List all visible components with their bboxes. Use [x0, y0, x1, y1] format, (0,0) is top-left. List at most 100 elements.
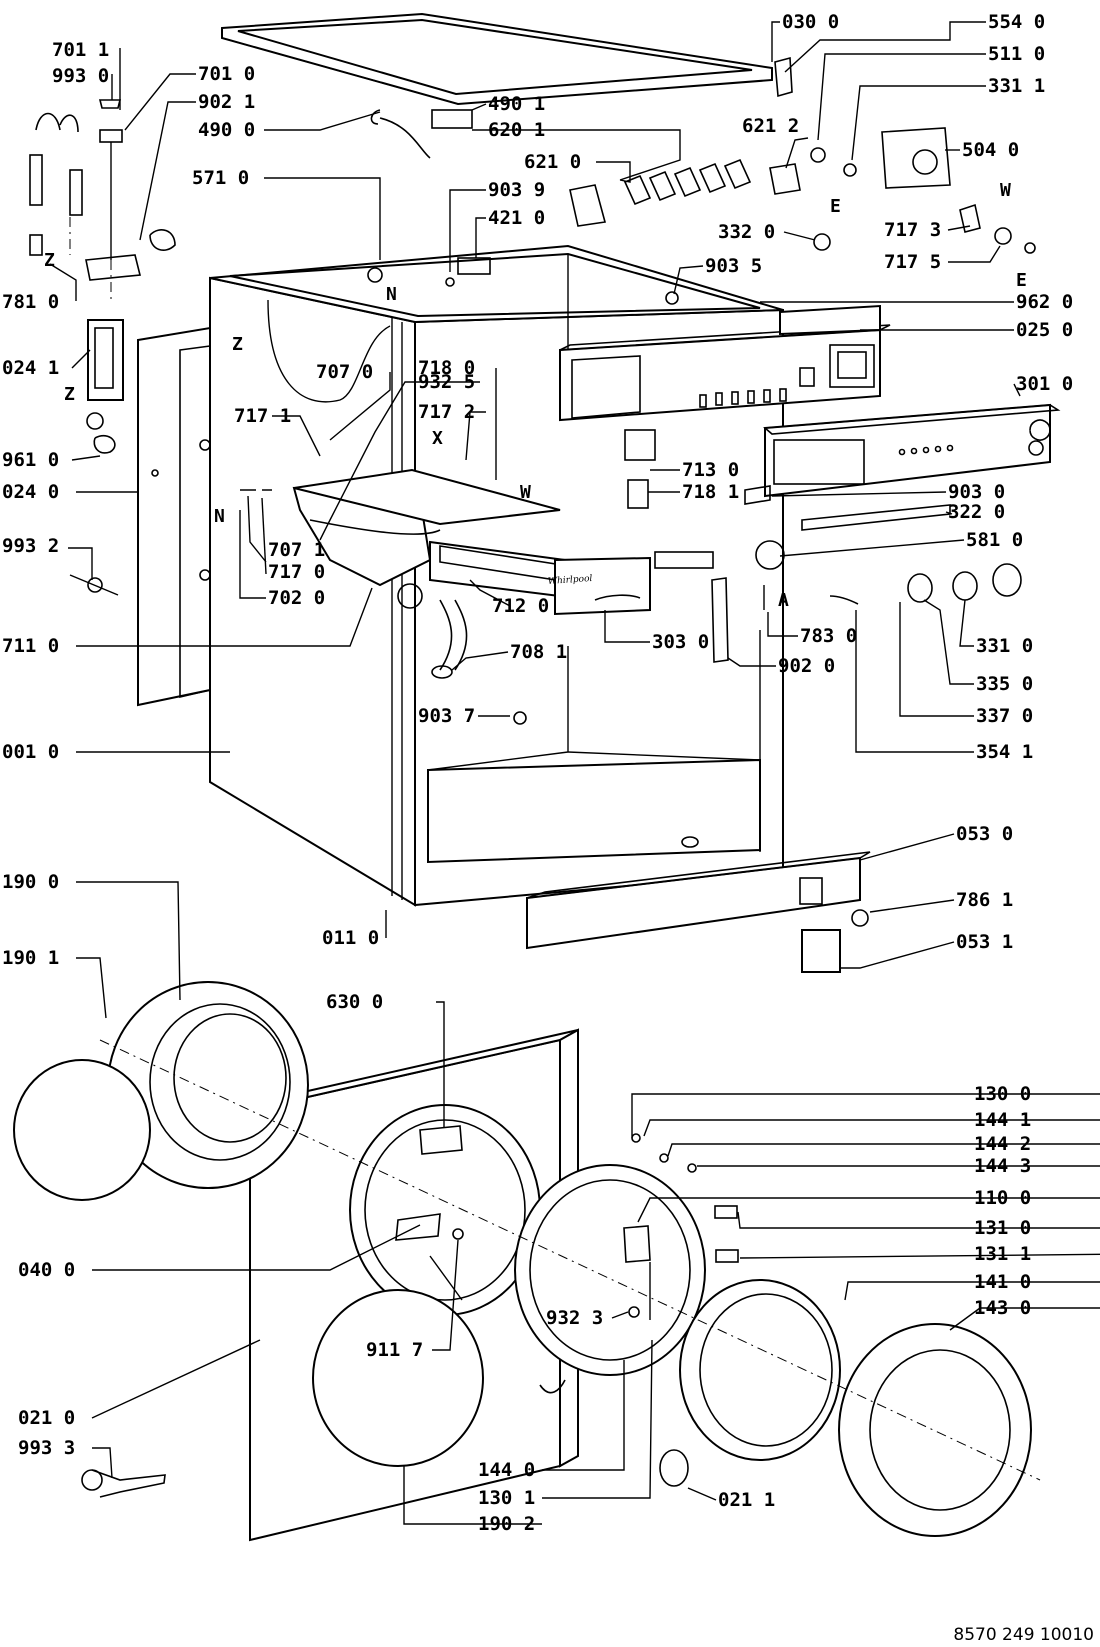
part-label: 993 3: [18, 1437, 75, 1459]
part-label: 021 1: [718, 1489, 775, 1511]
plinth: [526, 851, 871, 973]
part-label: 630 0: [326, 991, 383, 1013]
part-label: 110 0: [974, 1187, 1031, 1209]
part-label: 025 0: [1016, 319, 1073, 341]
part-label: 190 2: [478, 1513, 535, 1535]
part-label: 190 0: [2, 871, 59, 893]
part-label: 322 0: [948, 501, 1005, 523]
part-label: 053 0: [956, 823, 1013, 845]
part-label: 621 2: [742, 115, 799, 137]
letter-markers: Z Z Z N N E E W W X A: [44, 180, 1027, 611]
part-label: 024 1: [2, 357, 59, 379]
part-label: 707 1: [268, 539, 325, 561]
marker-x: X: [432, 428, 443, 449]
part-label: 717 2: [418, 401, 475, 423]
part-label: 331 1: [988, 75, 1045, 97]
part-label: 713 0: [682, 459, 739, 481]
marker-e: E: [1016, 270, 1027, 291]
part-label: 911 7: [366, 1339, 423, 1361]
marker-w: W: [1000, 180, 1011, 201]
part-label: 571 0: [192, 167, 249, 189]
part-label: 190 1: [2, 947, 59, 969]
door-hinge-ring: [514, 1164, 706, 1376]
front-control-panel: [763, 403, 1061, 498]
part-label: 030 0: [782, 11, 839, 33]
part-label: 021 0: [18, 1407, 75, 1429]
part-label: 718 1: [682, 481, 739, 503]
marker-z: Z: [232, 334, 243, 355]
part-label: 354 1: [976, 741, 1033, 763]
marker-w: W: [520, 482, 531, 503]
part-label: 144 3: [974, 1155, 1031, 1177]
part-label: 130 1: [478, 1487, 535, 1509]
part-label: 331 0: [976, 635, 1033, 657]
part-label: 902 0: [778, 655, 835, 677]
marker-n: N: [214, 506, 225, 527]
leader-lines: [49, 21, 1100, 1525]
part-label: 712 0: [492, 595, 549, 617]
part-label: 131 0: [974, 1217, 1031, 1239]
part-label: 783 0: [800, 625, 857, 647]
door-ring: [13, 981, 309, 1201]
part-label: 490 1: [488, 93, 545, 115]
part-label: 144 1: [974, 1109, 1031, 1131]
part-label: 781 0: [2, 291, 59, 313]
part-label: 717 0: [268, 561, 325, 583]
part-label: 053 1: [956, 931, 1013, 953]
part-label: 903 9: [488, 179, 545, 201]
part-label: 332 0: [718, 221, 775, 243]
part-label: 903 7: [418, 705, 475, 727]
marker-e: E: [830, 196, 841, 217]
part-label: 620 1: [488, 119, 545, 141]
marker-n: N: [386, 284, 397, 305]
part-label: 490 0: [198, 119, 255, 141]
part-label: 143 0: [974, 1297, 1031, 1319]
part-label: 702 0: [268, 587, 325, 609]
part-label: 144 0: [478, 1459, 535, 1481]
part-label: 581 0: [966, 529, 1023, 551]
marker-z: Z: [44, 250, 55, 271]
marker-a: A: [778, 590, 789, 611]
cabinet: [209, 244, 784, 907]
part-label: 962 0: [1016, 291, 1073, 313]
part-label: 511 0: [988, 43, 1045, 65]
part-label: 130 0: [974, 1083, 1031, 1105]
part-label: 141 0: [974, 1271, 1031, 1293]
part-label: 902 1: [198, 91, 255, 113]
part-label: 932 3: [546, 1307, 603, 1329]
marker-z: Z: [64, 384, 75, 405]
part-label: 708 1: [510, 641, 567, 663]
axis-lines: [69, 150, 1041, 1481]
part-label: 554 0: [988, 11, 1045, 33]
part-label: 504 0: [962, 139, 1019, 161]
part-label: 303 0: [652, 631, 709, 653]
part-label: 024 0: [2, 481, 59, 503]
part-label: 707 0: [316, 361, 373, 383]
part-label: 786 1: [956, 889, 1013, 911]
part-label: 932 5: [418, 371, 475, 393]
part-label: 993 2: [2, 535, 59, 557]
part-label: 717 1: [234, 405, 291, 427]
brand-logo: Whirlpool: [548, 574, 593, 587]
small-parts: [29, 56, 1036, 1498]
part-label: 337 0: [976, 705, 1033, 727]
part-label: 131 1: [974, 1243, 1031, 1265]
part-label: 903 5: [705, 255, 762, 277]
dispenser-housing: [292, 468, 651, 679]
part-labels: 701 1 993 0 701 0 902 1 490 0 490 1 620 …: [2, 11, 1073, 1535]
part-label: 993 0: [52, 65, 109, 87]
part-label: 903 0: [948, 481, 1005, 503]
part-label: 144 2: [974, 1133, 1031, 1155]
drawing-reference-number: 8570 249 10010: [953, 1625, 1094, 1645]
part-label: 701 1: [52, 39, 109, 61]
part-label: 717 5: [884, 251, 941, 273]
part-label: 701 0: [198, 63, 255, 85]
part-label: 711 0: [2, 635, 59, 657]
part-label: 001 0: [2, 741, 59, 763]
top-lid: [221, 12, 773, 106]
part-label: 335 0: [976, 673, 1033, 695]
part-label: 421 0: [488, 207, 545, 229]
part-label: 040 0: [18, 1259, 75, 1281]
part-label: 717 3: [884, 219, 941, 241]
